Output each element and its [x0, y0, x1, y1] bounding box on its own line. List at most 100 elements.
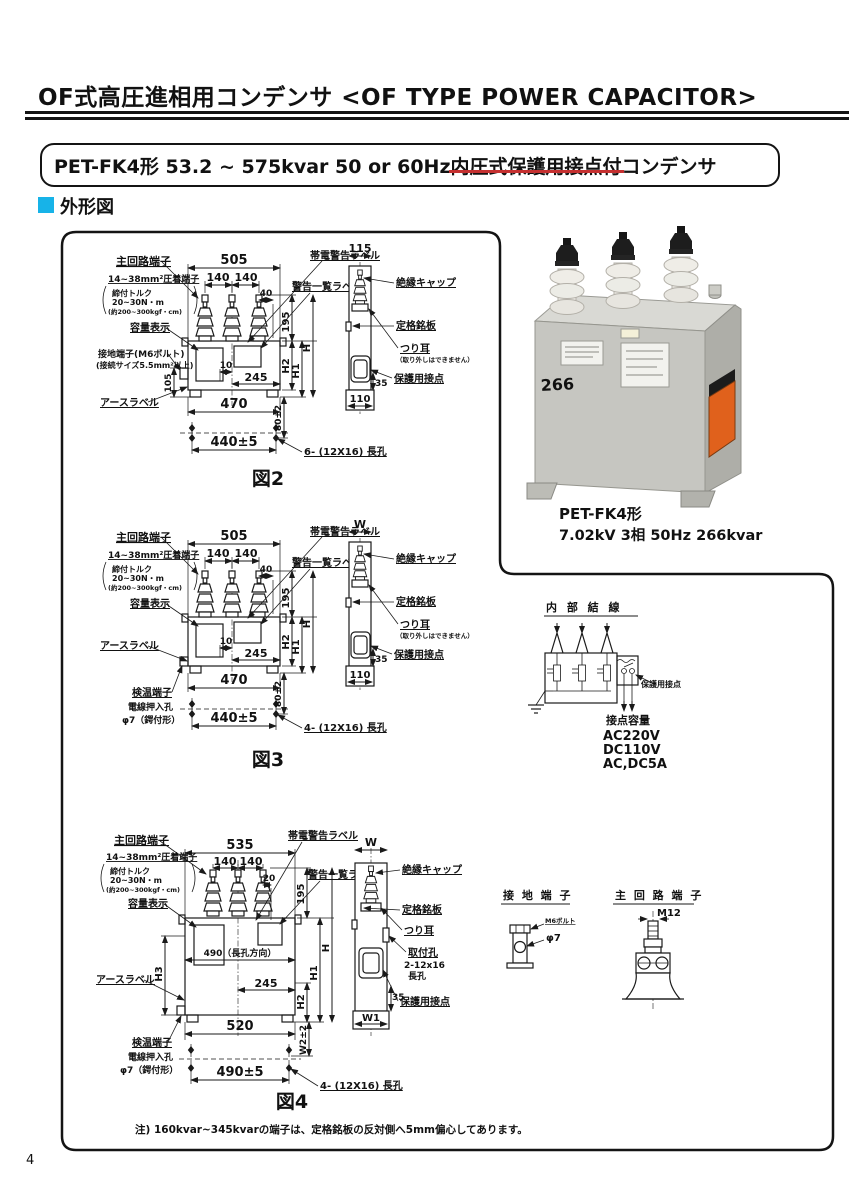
fig3-dim-140a: 140: [207, 547, 230, 560]
fig4-label-temp: 検温端子: [132, 1036, 172, 1049]
fig4-dim-140b: 140: [240, 855, 263, 868]
fig4-drawing: 535 140 140 20 195 H2 H1 H H3 490（長孔方向）: [96, 829, 463, 1113]
fig4-dimensions: 535 140 140 20 195 H2 H1 H H3 490（長孔方向）: [154, 838, 403, 1092]
fig3-label-wire-dia: φ7（鍔付形）: [122, 714, 180, 726]
fig4-label-insul-cap: 絶縁キャップ: [402, 863, 463, 876]
photo-bushing-right: [663, 226, 699, 303]
fig2-label-torque3: (約200~300kgf・cm): [108, 307, 182, 316]
fig3-label-contact: 保護用接点: [393, 648, 444, 661]
fig4-dim-H1: H1: [309, 965, 320, 980]
fig2-label-capacity: 容量表示: [129, 321, 170, 334]
fig3-label-torque3: (約200~300kgf・cm): [108, 583, 182, 592]
fig4-side-view: W 35 W1 絶縁キャップ 定格銘板 つり耳 取付孔 2-12x16 長孔 保…: [351, 836, 463, 1036]
fig3-label-earth: アースラベル: [100, 640, 159, 652]
fig3-dim-H1: H1: [291, 639, 302, 654]
fig2-label-torque1: 締付トルク: [112, 288, 152, 298]
wiring-rating-2: DC110V: [603, 743, 661, 758]
photo-orange-device: [708, 380, 736, 458]
fig4-dim-W: W: [365, 836, 377, 849]
fig4-dim-W1: W1: [362, 1013, 380, 1024]
model-range-marked: 内圧式保護用接点付: [448, 155, 624, 178]
fig4-dim-140a: 140: [214, 855, 237, 868]
fig4-label-mount1: 取付孔: [408, 946, 438, 959]
figure-footnote: 注) 160kvar~345kvarの端子は、定格銘板の反対側へ5mm偏心してあ…: [135, 1124, 528, 1136]
fig2-label-earth: アースラベル: [100, 397, 159, 409]
fig2-label-lug: つり耳: [400, 343, 430, 355]
fig2-dim-10: 10: [220, 361, 233, 371]
fig2-label-lug-note: （取り外しはできません）: [396, 355, 474, 364]
fig4-dim-245: 245: [255, 977, 278, 990]
fig2-label-nameplate: 定格銘板: [396, 319, 437, 332]
title-rule-bottom: [25, 117, 849, 120]
fig4-label-torque3: (約200~300kgf・cm): [106, 885, 180, 894]
fig2-dim-195: 195: [281, 312, 292, 333]
fig3-label-temp: 検温端子: [132, 686, 172, 699]
fig4-dim-195: 195: [296, 884, 307, 905]
fig3-label-wire-hole: 電線押入孔: [128, 701, 173, 713]
fig2-dimensions: 505 140 140 40 195 H2 H1 H 10 245: [164, 253, 387, 458]
ground-terminal-detail: 接 地 端 子 M6ボルト φ7: [501, 888, 576, 969]
red-mark-line: [448, 169, 624, 174]
fig2-caption: 図2: [252, 468, 284, 490]
fig4-label-capacity: 容量表示: [127, 897, 168, 910]
fig4-front-view: [176, 860, 302, 1036]
fig3-label-torque1: 締付トルク: [112, 564, 152, 574]
fig3-dim-505: 505: [220, 529, 247, 544]
fig3-dim-80: 80±2: [274, 681, 284, 707]
fig4-label-contact: 保護用接点: [399, 995, 450, 1008]
fig2-dim-140b: 140: [235, 271, 258, 284]
fig4-label-main-terminal: 主回路端子: [114, 833, 169, 847]
wiring-rating-1: AC220V: [603, 729, 660, 744]
photo-warning-sticker: [620, 328, 640, 339]
section-label: 外形図: [60, 197, 114, 218]
fig4-label-mount2: 2-12x16: [404, 961, 445, 971]
fig3-dim-W: W: [354, 518, 366, 531]
fig4-label-crimp: 14~38mm²圧着端子: [106, 851, 197, 863]
model-range-prefix: PET-FK4形 53.2 ~ 575kvar 50 or 60Hz: [54, 155, 451, 178]
fig3-dim-140b: 140: [235, 547, 258, 560]
capacitor-photo-illustration: 266: [526, 226, 742, 508]
fig4-label-lug: つり耳: [404, 925, 434, 937]
fig2-dim-440: 440±5: [210, 435, 257, 450]
fig4-label-wire-dia: φ7（鍔付形）: [120, 1064, 178, 1076]
fig4-label-mount3: 長孔: [408, 970, 426, 982]
fig3-dim-195: 195: [281, 588, 292, 609]
fig3-front-view: [179, 562, 287, 682]
fig2-label-insul-cap: 絶縁キャップ: [396, 276, 457, 289]
fig2-dim-80: 80±2: [274, 405, 284, 431]
fig3-side-view: W 35 110 絶縁キャップ 定格銘板 つり耳 （取り外しはできません） 保護…: [345, 518, 474, 690]
terminal-details: 接 地 端 子 M6ボルト φ7 主 回 路 端 子 M12: [501, 888, 701, 1011]
fig2-label-warn-list: 警告一覧ラベル: [291, 280, 362, 293]
fig2-drawing: 505 140 140 40 195 H2 H1 H 10 245: [96, 242, 474, 490]
photo-caption-model: PET-FK4形: [559, 505, 642, 523]
fig3-dim-245: 245: [245, 647, 268, 660]
fig2-front-view: [179, 286, 287, 406]
fig2-dim-110: 110: [350, 394, 371, 405]
fig2-dim-H1: H1: [291, 363, 302, 378]
fig3-holes-note: 4- (12X16) 長孔: [304, 721, 387, 734]
fig2-dim-H2: H2: [281, 358, 292, 373]
title-rule-top: [25, 111, 849, 114]
wiring-schematic: 保護用接点: [528, 623, 681, 714]
main-terminal-size-label: M12: [657, 908, 681, 919]
fig3-label-crimp: 14~38mm²圧着端子: [108, 549, 199, 561]
fig3-drawing: 505 140 140 40 195 H2 H1 H 10 245: [100, 518, 474, 771]
fig3-dim-H: H: [302, 620, 313, 628]
fig4-dim-535: 535: [226, 838, 253, 853]
fig3-caption: 図3: [252, 749, 284, 771]
fig2-label-main-terminal: 主回路端子: [116, 254, 171, 268]
fig2-label-crimp: 14~38mm²圧着端子: [108, 273, 199, 285]
fig3-dim-10: 10: [220, 637, 233, 647]
fig4-label-torque1: 締付トルク: [110, 866, 150, 876]
ground-terminal-title: 接 地 端 子: [503, 888, 573, 902]
model-range-suffix: コンデンサ: [621, 155, 717, 178]
fig2-label-torque2: 20~30N・m: [112, 298, 164, 307]
main-terminal-detail: 主 回 路 端 子 M12: [613, 888, 701, 1011]
fig2-dim-35: 35: [375, 379, 388, 389]
fig4-dim-H2: H2: [296, 994, 307, 1009]
fig3-dim-110: 110: [350, 670, 371, 681]
photo-nameplate-large: [620, 342, 670, 388]
fig4-dim-H: H: [321, 944, 332, 952]
fig3-dim-470: 470: [220, 673, 247, 688]
fig2-dim-470: 470: [220, 397, 247, 412]
